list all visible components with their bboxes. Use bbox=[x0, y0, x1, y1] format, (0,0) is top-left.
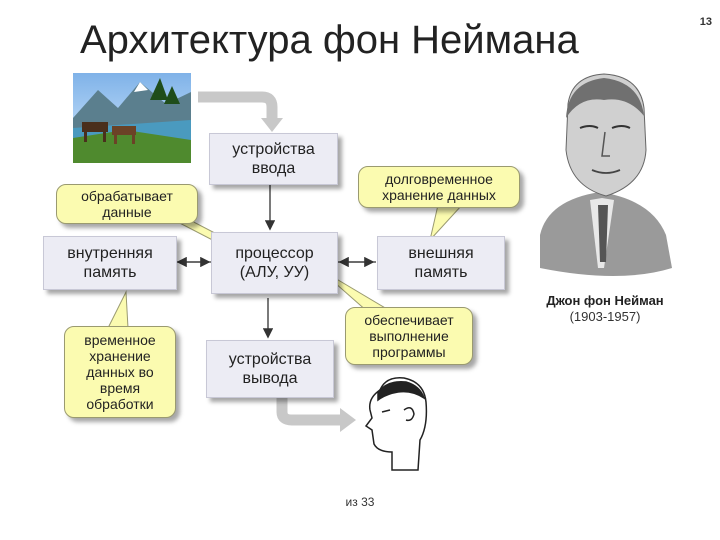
slide-footer: из 33 bbox=[345, 495, 375, 509]
output-device-box: устройства вывода bbox=[206, 340, 334, 398]
processes-data-callout: обрабатывает данные bbox=[56, 184, 198, 224]
temporary-callout-pointer bbox=[107, 290, 129, 329]
temporary-storage-callout: временное хранение данных во время обраб… bbox=[64, 326, 176, 418]
input-device-label: устройства ввода bbox=[232, 141, 315, 177]
von-neumann-portrait bbox=[540, 73, 672, 276]
input-device-box: устройства ввода bbox=[209, 133, 338, 185]
external-memory-label: внешняя память bbox=[408, 245, 474, 281]
head-drawing bbox=[364, 377, 428, 471]
portrait-years: (1903-1957) bbox=[569, 309, 641, 324]
output-flow-arrow bbox=[276, 398, 356, 432]
temporary-storage-text: временное хранение данных во время обраб… bbox=[84, 332, 156, 412]
slide-title: Архитектура фон Неймана bbox=[80, 18, 579, 62]
internal-memory-label: внутренняя память bbox=[67, 245, 153, 281]
long-term-storage-text: долговременное хранение данных bbox=[382, 171, 496, 203]
internal-memory-box: внутренняя память bbox=[43, 236, 177, 290]
processor-label: процессор (АЛУ, УУ) bbox=[235, 245, 314, 281]
output-device-label: устройства вывода bbox=[228, 351, 312, 387]
long-term-storage-callout: долговременное хранение данных bbox=[358, 166, 520, 208]
processor-box: процессор (АЛУ, УУ) bbox=[211, 232, 338, 294]
portrait-name: Джон фон Нейман bbox=[546, 293, 664, 308]
input-flow-arrow bbox=[198, 91, 283, 132]
long-term-callout-pointer bbox=[429, 204, 464, 242]
program-execution-callout: обеспечивает выполнение программы bbox=[345, 307, 473, 365]
external-memory-box: внешняя память bbox=[377, 236, 505, 290]
page-number: 13 bbox=[699, 16, 712, 28]
program-execution-text: обеспечивает выполнение программы bbox=[364, 312, 454, 360]
landscape-picture bbox=[73, 73, 191, 163]
processes-data-text: обрабатывает данные bbox=[81, 188, 173, 220]
